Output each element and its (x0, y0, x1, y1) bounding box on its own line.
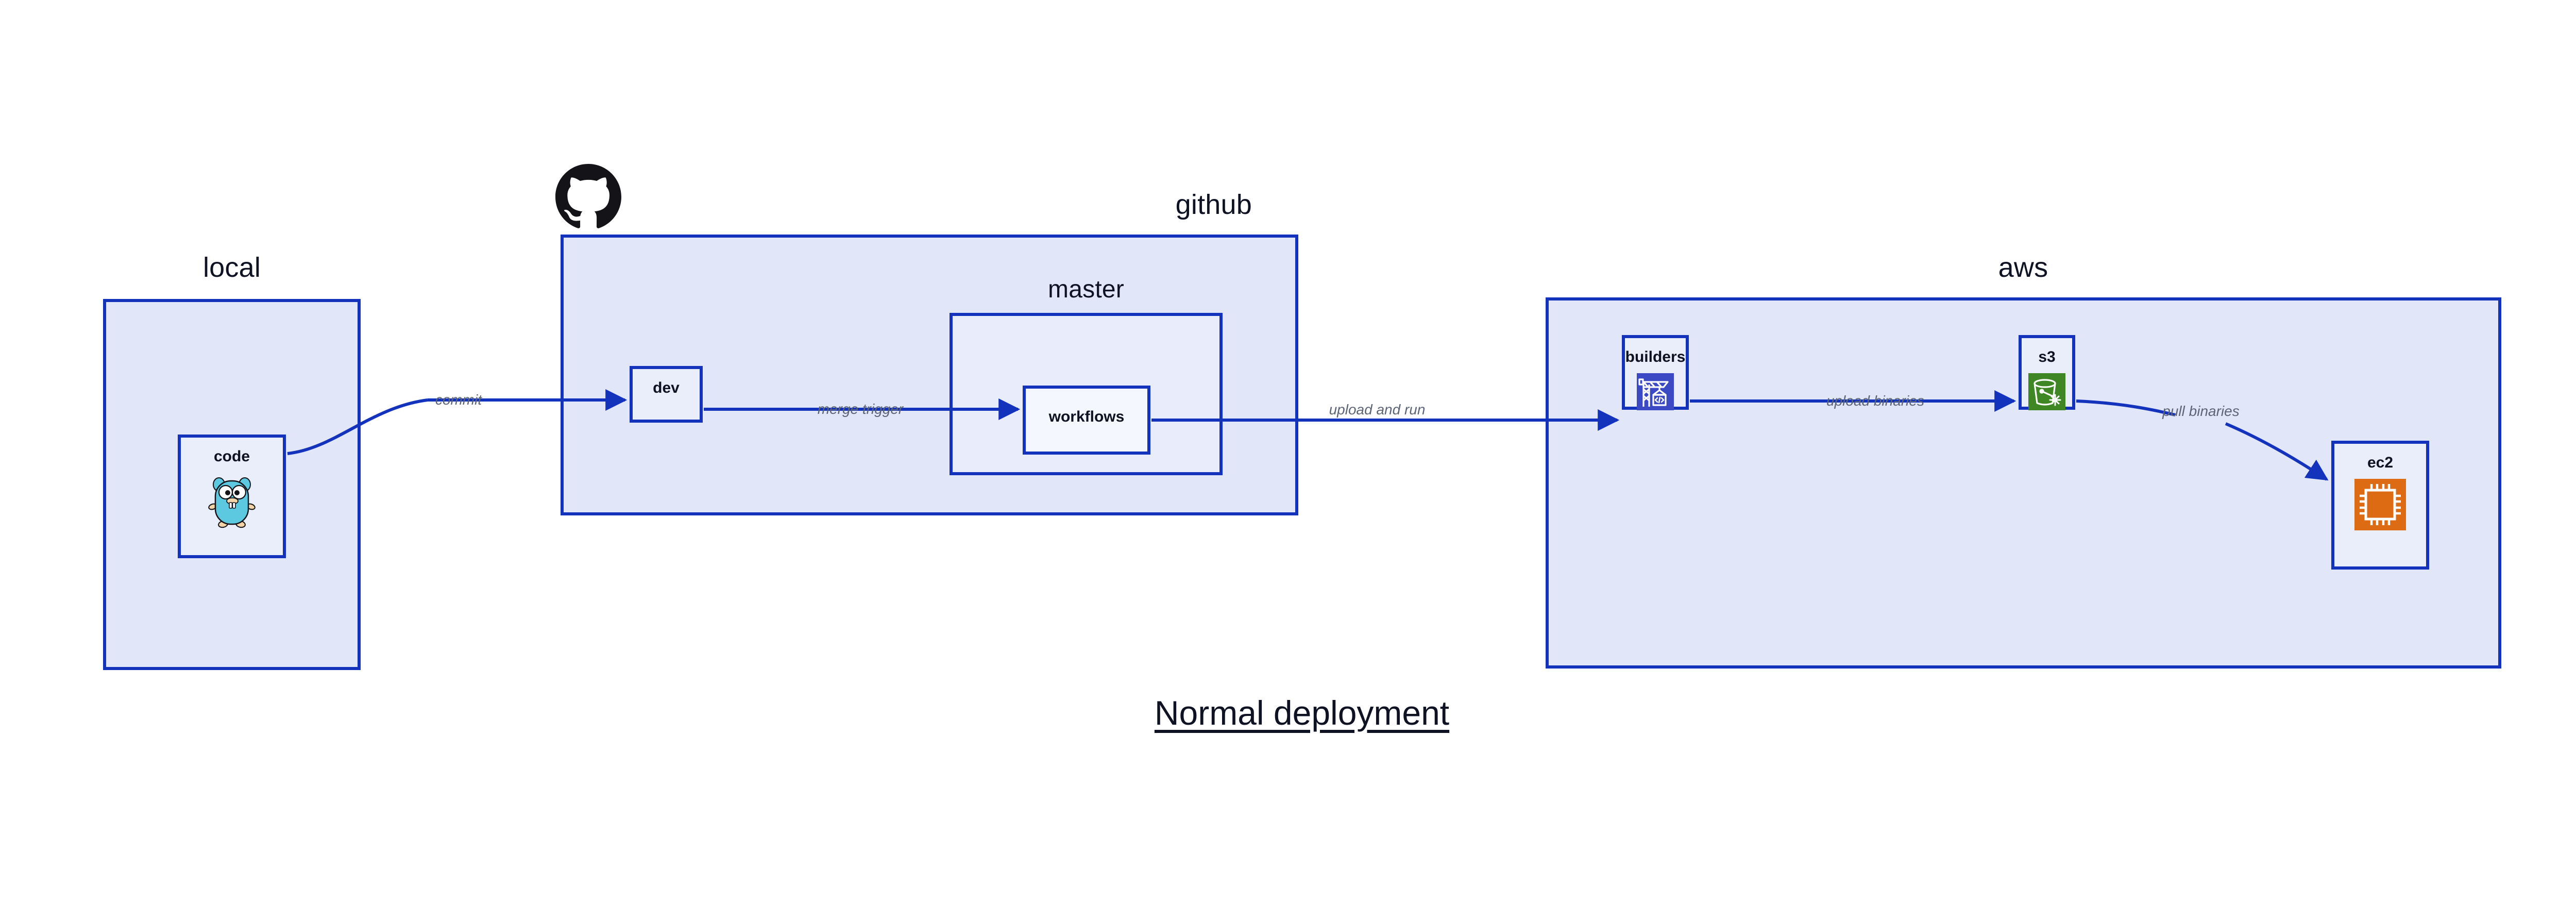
edge-label-pull-binaries: pull binaries (2162, 403, 2240, 419)
node-s3-label: s3 (2038, 348, 2056, 365)
group-master-label: master (1048, 276, 1124, 303)
edge-label-upload-and-run: upload and run (1329, 402, 1426, 417)
edge-label-upload-binaries: upload binaries (1826, 393, 1924, 409)
node-ec2[interactable]: ec2 (2331, 441, 2429, 570)
node-builders[interactable]: builders (1622, 335, 1689, 410)
edge-label-merge-trigger: merge trigger (817, 401, 904, 417)
node-workflows-label: workflows (1048, 408, 1125, 425)
node-dev[interactable]: dev (630, 366, 703, 423)
aws-ec2-chip-icon (2354, 479, 2406, 533)
go-gopher-icon (208, 473, 256, 531)
group-github-label: github (1175, 189, 1252, 220)
aws-builders-crane-icon (1637, 373, 1674, 413)
github-octocat-logo (555, 164, 621, 232)
aws-s3-bucket-icon (2028, 373, 2065, 413)
node-code[interactable]: code (178, 435, 286, 558)
node-code-label: code (213, 448, 250, 465)
edge-label-commit: commit (435, 392, 482, 408)
node-dev-label: dev (653, 379, 680, 396)
node-workflows[interactable]: workflows (1023, 386, 1150, 455)
group-local-label: local (202, 252, 261, 283)
node-s3[interactable]: s3 (2019, 335, 2075, 410)
node-ec2-label: ec2 (2367, 454, 2394, 471)
page-title: Normal deployment (1154, 694, 1450, 732)
node-builders-label: builders (1625, 348, 1686, 365)
group-aws-label: aws (1998, 252, 2048, 283)
